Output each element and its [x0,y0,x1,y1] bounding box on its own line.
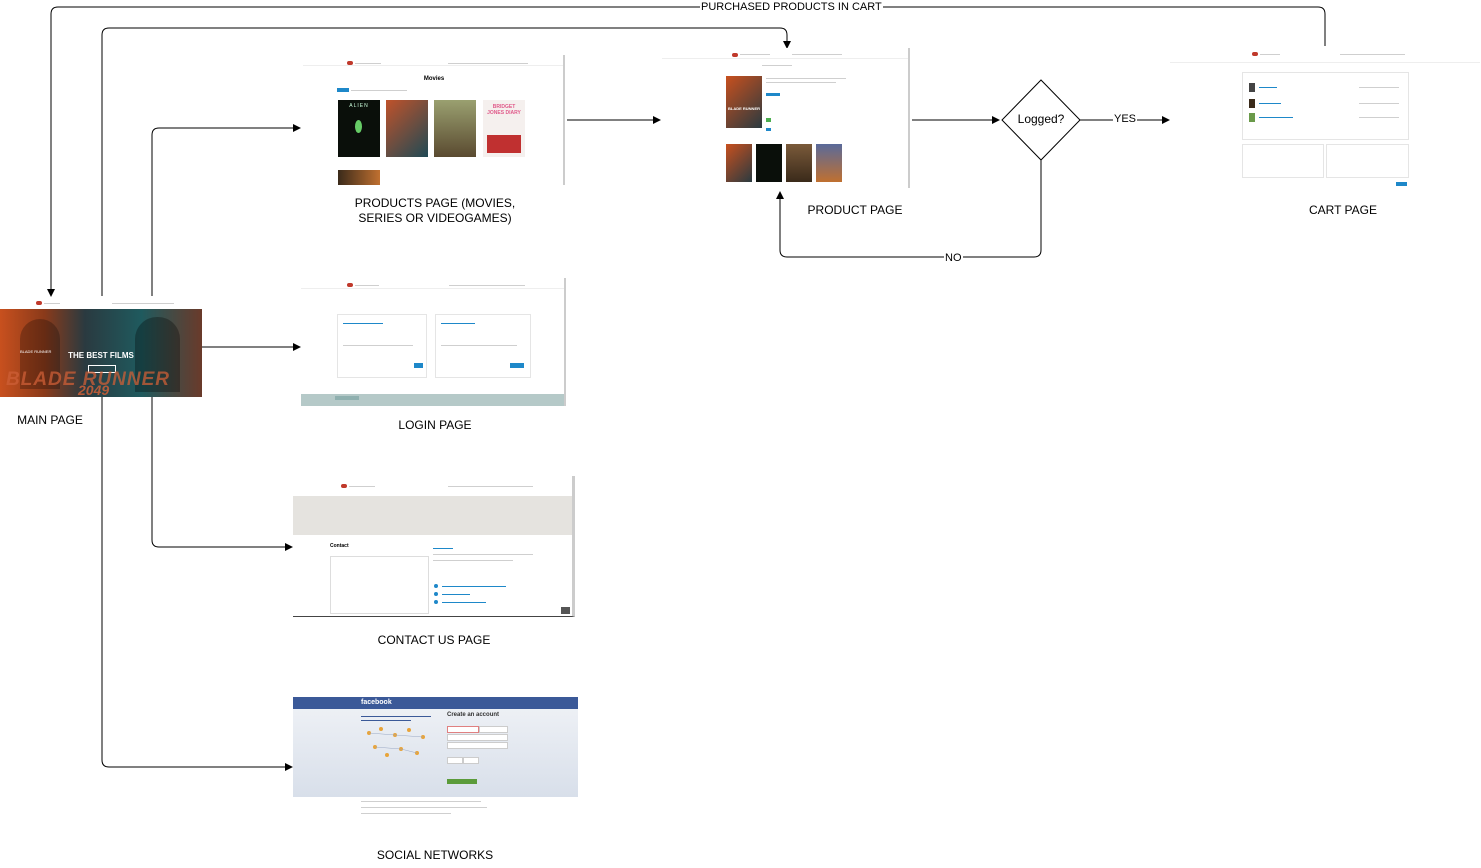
facebook-body: Create an account [293,709,578,797]
signup-button[interactable] [447,779,477,784]
related-poster-3[interactable] [786,144,812,182]
products-heading: Movies [423,76,445,82]
decision-diamond [1001,79,1081,161]
poster-alien[interactable]: ALIEN [338,100,380,157]
contact-page-label: CONTACT US PAGE [377,633,491,647]
contact-heading: Contact [330,543,349,549]
poster-lotr[interactable] [434,100,476,157]
edge-main-to-products [151,124,301,296]
products-page-screenshot[interactable]: Movies ALIEN BRIDGET JONES DIARY [303,55,565,185]
products-page-label: PRODUCTS PAGE (MOVIES, SERIES OR VIDEOGA… [354,196,516,225]
related-poster-4[interactable] [816,144,842,182]
edge-cart-to-main [47,6,1326,297]
poster-bridget[interactable]: BRIDGET JONES DIARY [483,100,525,157]
social-networks-label: SOCIAL NETWORKS [376,848,494,862]
related-poster-2[interactable] [756,144,782,182]
contact-map-placeholder [293,496,572,535]
login-footer [301,394,564,406]
poster-back-to-future[interactable] [338,170,380,185]
cart-items-panel [1242,72,1409,140]
main-page-label: MAIN PAGE [17,413,83,427]
register-form-panel [435,314,531,378]
edge-main-to-social [101,397,293,771]
poster-blade-runner[interactable] [386,100,428,157]
cart-summary-left [1242,144,1324,178]
facebook-header: facebook [293,697,578,709]
hero-title: THE BEST FILMS [68,351,134,360]
edge-decision-to-product [776,159,1042,258]
cart-checkout-button[interactable] [1396,182,1407,186]
main-page-screenshot[interactable]: BLADE RUNNER THE BEST FILMS BLADE RUNNER… [0,297,202,397]
edge-label-purchased: PURCHASED PRODUCTS IN CART [700,1,883,13]
contact-page-screenshot[interactable]: Contact [293,476,575,617]
cart-page-screenshot[interactable] [1170,46,1480,191]
hero-cta-button[interactable] [88,365,116,373]
product-page-label: PRODUCT PAGE [807,203,903,217]
contact-form[interactable] [330,556,429,614]
social-networks-screenshot[interactable]: facebook Create an account [293,697,578,837]
edge-main-to-product [101,27,791,296]
edge-main-to-contact [151,397,293,551]
login-page-screenshot[interactable] [301,278,566,406]
cart-summary-right [1326,144,1409,178]
edge-label-yes: YES [1113,113,1138,125]
hero-year: 2049 [78,382,110,397]
hero-big-title: BLADE RUNNER [6,369,170,390]
product-main-poster: BLADE RUNNER [726,76,762,128]
create-account-heading: Create an account [447,712,500,718]
edge-label-no: NO [944,252,963,264]
product-page-screenshot[interactable]: BLADE RUNNER [662,48,910,188]
related-poster-1[interactable] [726,144,752,182]
scroll-down-icon[interactable] [561,607,570,614]
login-form-panel [337,314,427,378]
friends-network-illustration [367,727,425,757]
login-page-label: LOGIN PAGE [398,418,472,432]
hero-small-title: BLADE RUNNER [20,349,52,354]
decision-label: Logged? [1017,112,1065,126]
cart-page-label: CART PAGE [1308,203,1378,217]
hero-banner: BLADE RUNNER THE BEST FILMS BLADE RUNNER… [0,309,202,397]
